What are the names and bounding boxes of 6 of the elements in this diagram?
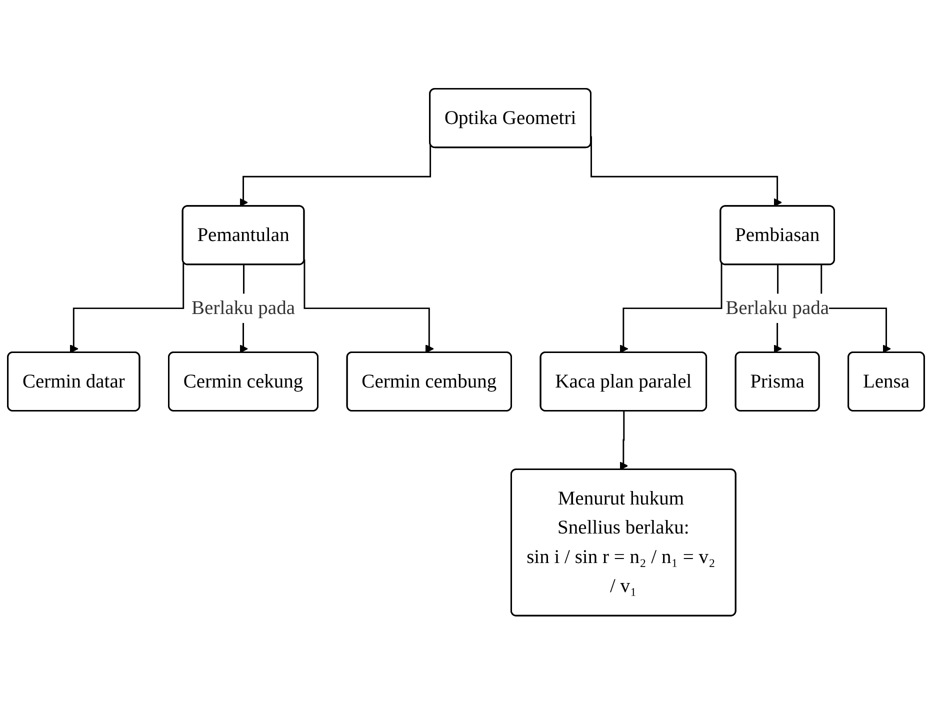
edge-label: Berlaku pada xyxy=(192,297,296,319)
edge-label: Berlaku pada xyxy=(726,297,830,319)
arrow xyxy=(304,259,434,353)
arrow xyxy=(620,262,722,353)
arrow xyxy=(70,261,184,353)
arrow xyxy=(620,411,628,470)
